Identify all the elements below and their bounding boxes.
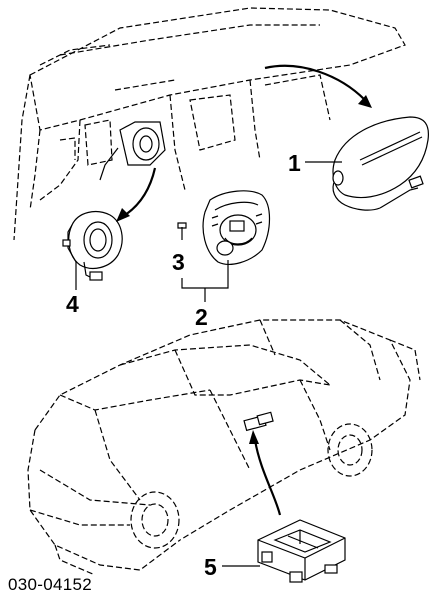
passenger-airbag-module: [332, 116, 430, 211]
diagram-code: 030-04152: [8, 575, 92, 594]
srs-control-unit: [257, 519, 346, 583]
arrow-to-airbag: [264, 64, 372, 108]
callout-5: 5: [204, 554, 217, 580]
steering-column: [99, 121, 166, 181]
arrow-to-clock-spring: [116, 167, 157, 222]
clock-spring: [62, 211, 123, 281]
arrow-to-control-unit-location: [249, 430, 282, 516]
callout-1: 1: [288, 150, 301, 176]
mounting-bolt: [177, 222, 187, 240]
vehicle-outline: [27, 319, 421, 576]
callout-3: 3: [172, 249, 185, 275]
leader-lines: [75, 161, 342, 567]
driver-airbag-module: [202, 190, 271, 265]
callout-4: 4: [66, 291, 79, 317]
callout-2: 2: [195, 304, 208, 330]
dashboard-outline: [13, 7, 406, 241]
